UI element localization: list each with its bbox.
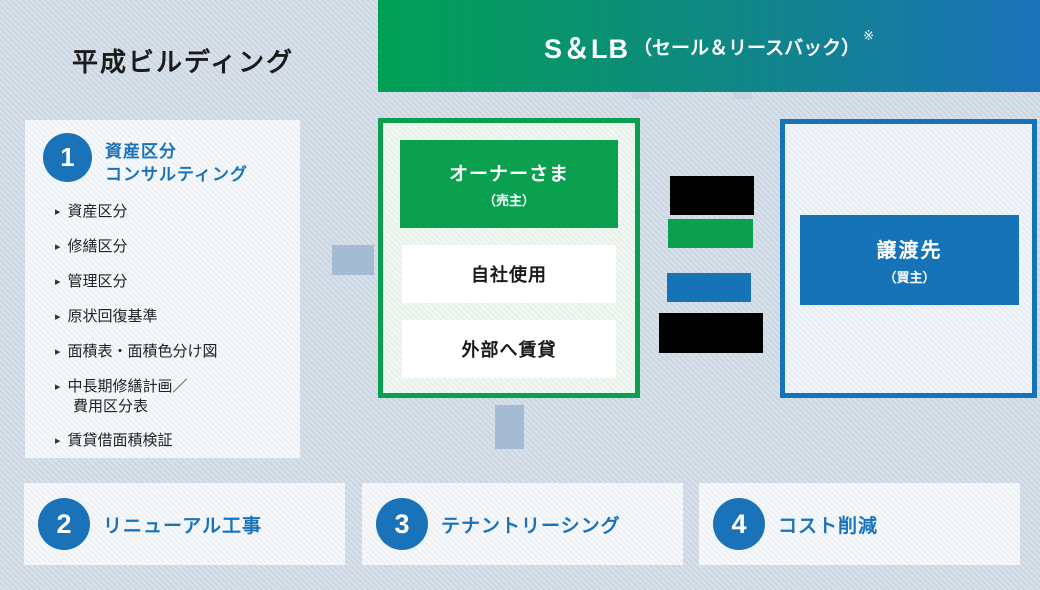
slb-header-note-mark: ※ [863, 28, 874, 43]
step-number-badge-2: 2 [38, 498, 90, 550]
list-item: ▸ 管理区分 [55, 272, 218, 292]
buyer-label: 譲渡先 [876, 240, 943, 262]
buyer-sub-label: （買主） [883, 270, 936, 285]
consulting-heading-line1: 資産区分 [105, 142, 177, 161]
blue-flow-bar [667, 273, 751, 302]
slb-header-title: S＆LB [544, 33, 630, 64]
triangle-bullet-icon: ▸ [55, 241, 61, 253]
list-item: ▸ 修繕区分 [55, 237, 218, 257]
external-lease-box: 外部へ賃貸 [402, 320, 616, 378]
list-item-text: 修繕区分 [67, 238, 128, 255]
connector-panel-to-owner [332, 245, 374, 275]
owner-label: オーナーさま [448, 164, 569, 185]
triangle-bullet-icon: ▸ [55, 381, 61, 393]
triangle-bullet-icon: ▸ [55, 276, 61, 288]
redacted-black-bar-top [670, 176, 754, 215]
list-item: ▸ 中長期修繕計画／ 費用区分表 [55, 377, 218, 416]
section-renewal-construction: 2 リニューアル工事 [24, 483, 345, 565]
header-connector-stub-left [632, 92, 650, 99]
green-flow-bar [668, 219, 753, 248]
consulting-heading-line2: コンサルティング [105, 164, 248, 184]
section-label: テナントリーシング [441, 515, 621, 537]
owner-seller-box: オーナーさま （売主） [400, 140, 618, 228]
consulting-item-list: ▸ 資産区分 ▸ 修繕区分 ▸ 管理区分 ▸ 原状回復基準 ▸ 面積表・面積色分け図 ▸ 中… [55, 202, 218, 466]
header-connector-stub-right [733, 92, 752, 99]
list-item: ▸ 資産区分 [55, 202, 218, 222]
section-tenant-leasing: 3 テナントリーシング [362, 483, 683, 565]
page-title: 平成ビルディング [72, 47, 295, 77]
list-item: ▸ 原状回復基準 [55, 307, 218, 327]
list-item-text: 面積表・面積色分け図 [67, 343, 218, 360]
list-item-text: 資産区分 [67, 203, 128, 220]
section-label: リニューアル工事 [103, 515, 263, 537]
buyer-group-box: 譲渡先 （買主） [780, 119, 1037, 398]
list-item: ▸ 賃貸借面積検証 [55, 431, 218, 451]
redacted-black-bar-bottom [659, 313, 763, 353]
slb-header-subtitle: （セール＆リースバック） [633, 37, 861, 59]
list-item-text: 賃貸借面積検証 [67, 432, 173, 449]
triangle-bullet-icon: ▸ [55, 206, 61, 218]
owner-sub-label: （売主） [482, 193, 535, 208]
section-label: コスト削減 [778, 515, 879, 537]
list-item: ▸ 面積表・面積色分け図 [55, 342, 218, 362]
consulting-panel-heading: 資産区分 コンサルティング [105, 141, 248, 187]
list-item-text-line2: 費用区分表 [73, 398, 149, 415]
connector-owner-to-section3 [495, 405, 524, 449]
list-item-text: 中長期修繕計画／ [67, 378, 188, 395]
step-number-badge-3: 3 [376, 498, 428, 550]
step-number-badge-1: 1 [43, 133, 92, 182]
slb-header-banner: S＆LB （セール＆リースバック） ※ [378, 0, 1040, 92]
owner-group-box: オーナーさま （売主） 自社使用 外部へ賃貸 [378, 118, 640, 398]
self-use-box: 自社使用 [402, 245, 616, 303]
triangle-bullet-icon: ▸ [55, 435, 61, 447]
triangle-bullet-icon: ▸ [55, 311, 61, 323]
step-number-badge-4: 4 [713, 498, 765, 550]
section-cost-reduction: 4 コスト削減 [699, 483, 1020, 565]
list-item-text: 管理区分 [67, 273, 128, 290]
list-item-text: 原状回復基準 [67, 308, 158, 325]
transferee-buyer-box: 譲渡先 （買主） [800, 215, 1019, 305]
triangle-bullet-icon: ▸ [55, 346, 61, 358]
consulting-panel: 1 資産区分 コンサルティング ▸ 資産区分 ▸ 修繕区分 ▸ 管理区分 ▸ 原状回復基… [25, 120, 300, 458]
